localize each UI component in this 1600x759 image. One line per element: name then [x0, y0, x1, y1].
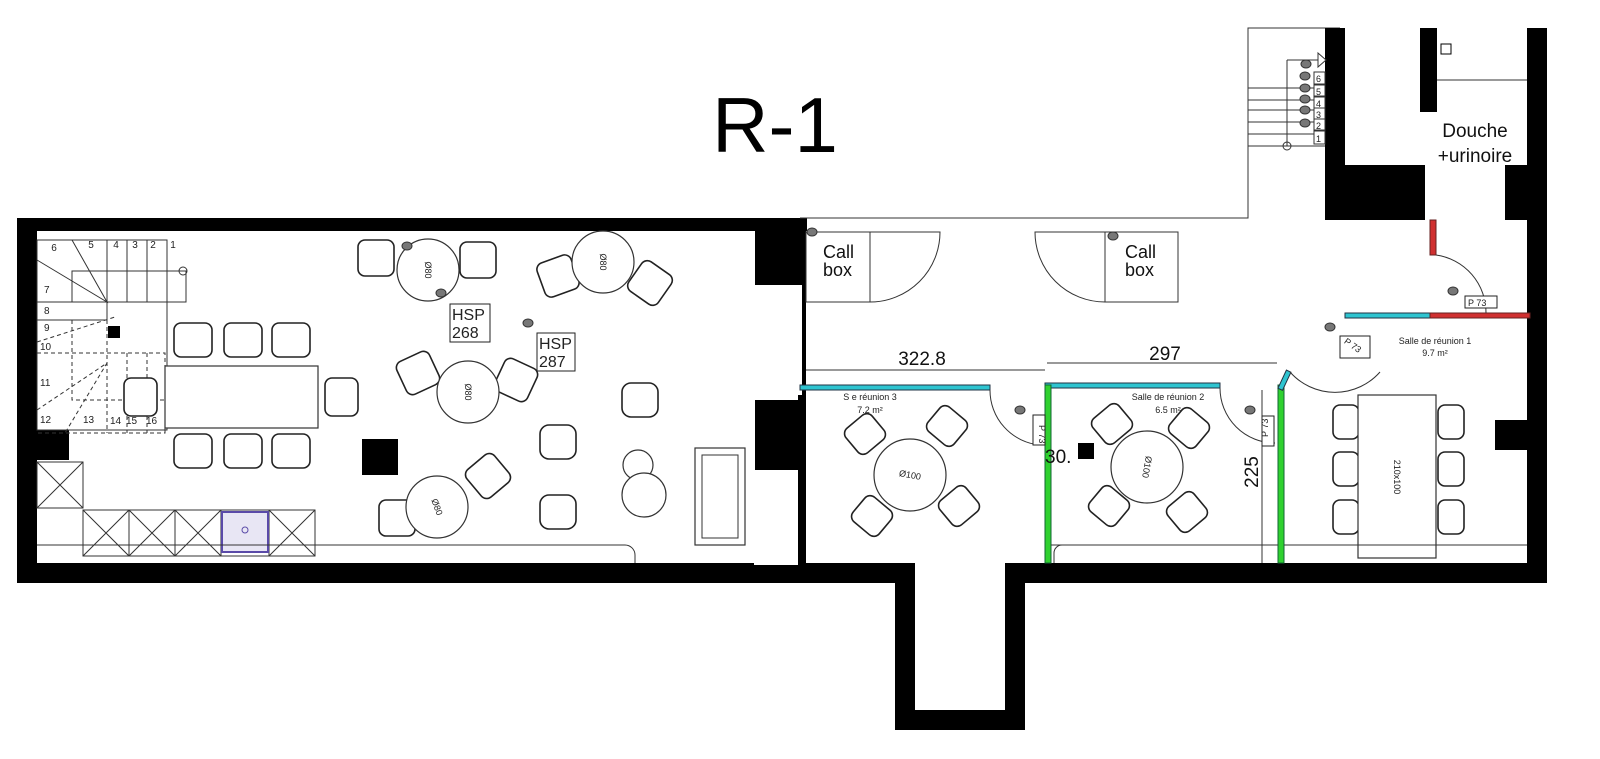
door-tag: P 73: [1037, 425, 1047, 443]
stair-num: 14: [110, 416, 122, 427]
room-name: S e réunion 3: [843, 392, 897, 402]
stair-num: 15: [126, 416, 138, 427]
door-tag: P 73: [1260, 419, 1270, 437]
stair-num: 12: [40, 415, 52, 426]
table-size-label: Ø100: [898, 468, 921, 482]
stair-num: 2: [1316, 121, 1321, 131]
door-tag: P 73: [1468, 298, 1486, 308]
hsp-label: HSP: [539, 336, 572, 353]
stair-right: 1 2 3 4 5 6: [1248, 51, 1327, 151]
stair-num: 3: [1316, 110, 1321, 120]
hsp-tags: HSP 268 HSP 287: [449, 303, 576, 372]
stair-num: 1: [1316, 134, 1321, 144]
door-swings: [805, 231, 1487, 446]
stair-num: 7: [44, 285, 50, 296]
sensor-icons: [401, 227, 1459, 415]
shower-label: +urinoire: [1438, 146, 1512, 167]
sink-icon: [221, 511, 269, 553]
hsp-value: 287: [539, 354, 566, 371]
stair-num: 10: [40, 342, 52, 353]
dimension-label: 225: [1242, 456, 1263, 488]
table-size-label: Ø80: [598, 253, 608, 270]
stair-num: 16: [146, 416, 158, 427]
partitions: [799, 219, 1531, 564]
stair-num: 4: [1316, 99, 1321, 109]
stair-num: 3: [132, 240, 138, 251]
hsp-label: HSP: [452, 307, 485, 324]
room-name: Salle de réunion 2: [1132, 392, 1205, 402]
stair-num: 13: [83, 415, 95, 426]
room-area: 7.2 m²: [857, 405, 883, 415]
dimension-label: 30.: [1045, 447, 1071, 468]
stair-num: 5: [1316, 87, 1321, 97]
walls: [17, 27, 1547, 730]
stair-num: 2: [150, 240, 156, 251]
shower-label: Douche: [1442, 121, 1508, 142]
callbox-label: Call: [823, 242, 854, 262]
callbox-label: box: [1125, 260, 1154, 280]
dining-table: [123, 322, 359, 469]
kitchen-counter: [36, 461, 636, 563]
dimension-label: 297: [1149, 344, 1181, 365]
stair-num: 5: [88, 240, 94, 251]
table-size-label: Ø80: [463, 383, 473, 400]
stair-num: 4: [113, 240, 119, 251]
stair-num: 6: [1316, 74, 1321, 84]
meeting-tables: Ø100 Ø100 210x100: [843, 394, 1527, 563]
stair-num: 9: [44, 323, 50, 334]
lounge-tables: Ø80 Ø80 Ø80 Ø80: [357, 230, 746, 546]
room-name: Salle de réunion 1: [1399, 336, 1472, 346]
stair-num: 11: [40, 378, 51, 389]
floor-title: R-1: [712, 81, 838, 169]
table-size-label: 210x100: [1392, 460, 1402, 495]
stair-num: 1: [170, 240, 176, 251]
stair-num: 8: [44, 306, 50, 317]
stair-num: 6: [51, 243, 57, 254]
table-size-label: Ø80: [423, 261, 433, 278]
room-area: 9.7 m²: [1422, 348, 1448, 358]
hsp-value: 268: [452, 325, 479, 342]
callbox-label: box: [823, 260, 852, 280]
callbox-label: Call: [1125, 242, 1156, 262]
room-area: 6.5 m²: [1155, 405, 1181, 415]
dimension-label: 322.8: [898, 349, 946, 370]
table-size-label: Ø100: [1140, 455, 1154, 478]
door-tags: P 73 P 73 P 73 P 73: [1032, 295, 1498, 447]
